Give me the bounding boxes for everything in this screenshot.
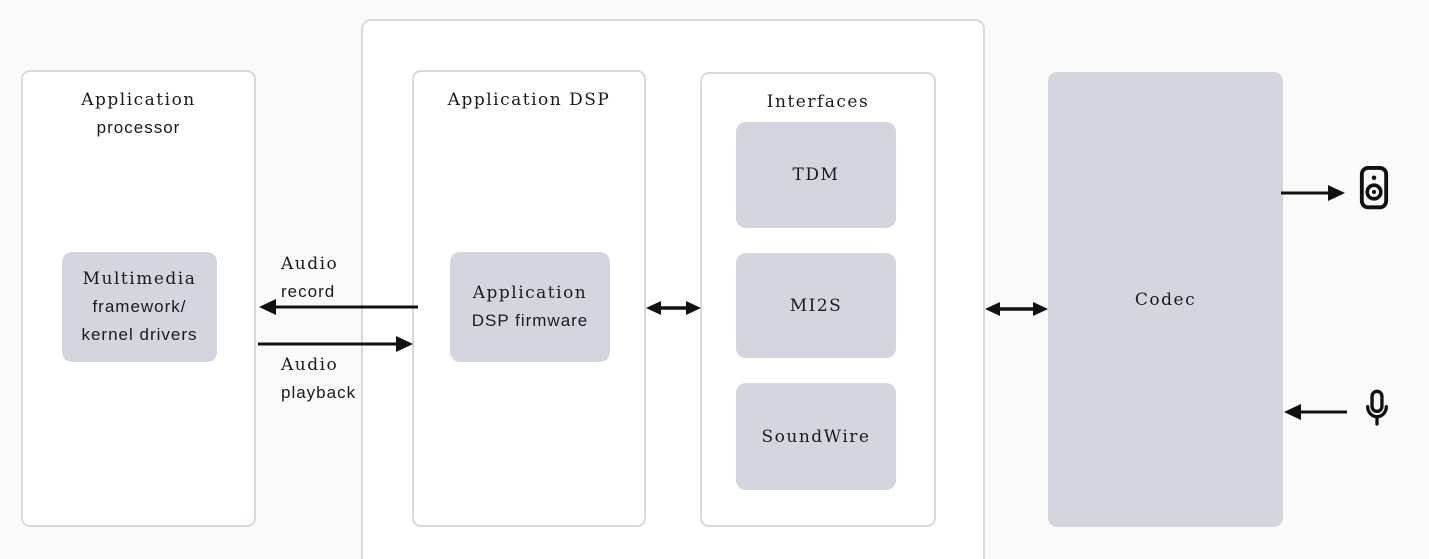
codec-block: Codec	[1048, 72, 1283, 527]
codec-speaker-arrow	[1281, 185, 1345, 201]
block-line: TDM	[792, 165, 840, 185]
block-line: kernel drivers	[81, 325, 198, 344]
microphone-codec-arrow	[1284, 404, 1347, 420]
interface-block-mi2s: MI2S	[736, 253, 896, 358]
microphone-icon	[1366, 389, 1388, 426]
label-line: Audio	[281, 355, 339, 375]
interfaces-codec-bidirectional-arrow	[985, 302, 1048, 316]
block-line: Multimedia	[82, 269, 197, 289]
audio-playback-label: Audio playback	[281, 351, 356, 407]
dsp-firmware-block: Application DSP firmware	[450, 252, 610, 362]
speaker-icon	[1359, 166, 1389, 210]
interfaces-title: Interfaces	[702, 88, 934, 116]
interface-block-soundwire: SoundWire	[736, 383, 896, 490]
title-line: processor	[96, 118, 181, 137]
block-line: Application	[472, 283, 588, 303]
label-line: playback	[281, 383, 357, 402]
application-dsp-title: Application DSP	[414, 86, 644, 114]
audio-record-label: Audio record	[281, 250, 338, 306]
application-processor-title: Application processor	[23, 86, 254, 142]
block-line: framework/	[92, 297, 187, 316]
title-line: Application DSP	[447, 90, 611, 110]
block-line: SoundWire	[761, 426, 871, 447]
codec-label: Codec	[1134, 289, 1197, 310]
interface-block-tdm: TDM	[736, 122, 896, 228]
multimedia-framework-block: Multimedia framework/ kernel drivers	[62, 252, 217, 362]
block-line: DSP firmware	[471, 311, 589, 330]
title-line: Interfaces	[766, 92, 870, 112]
block-line: MI2S	[789, 295, 843, 316]
title-line: Application	[81, 90, 196, 110]
label-line: Audio	[281, 254, 339, 274]
label-line: record	[281, 282, 336, 301]
